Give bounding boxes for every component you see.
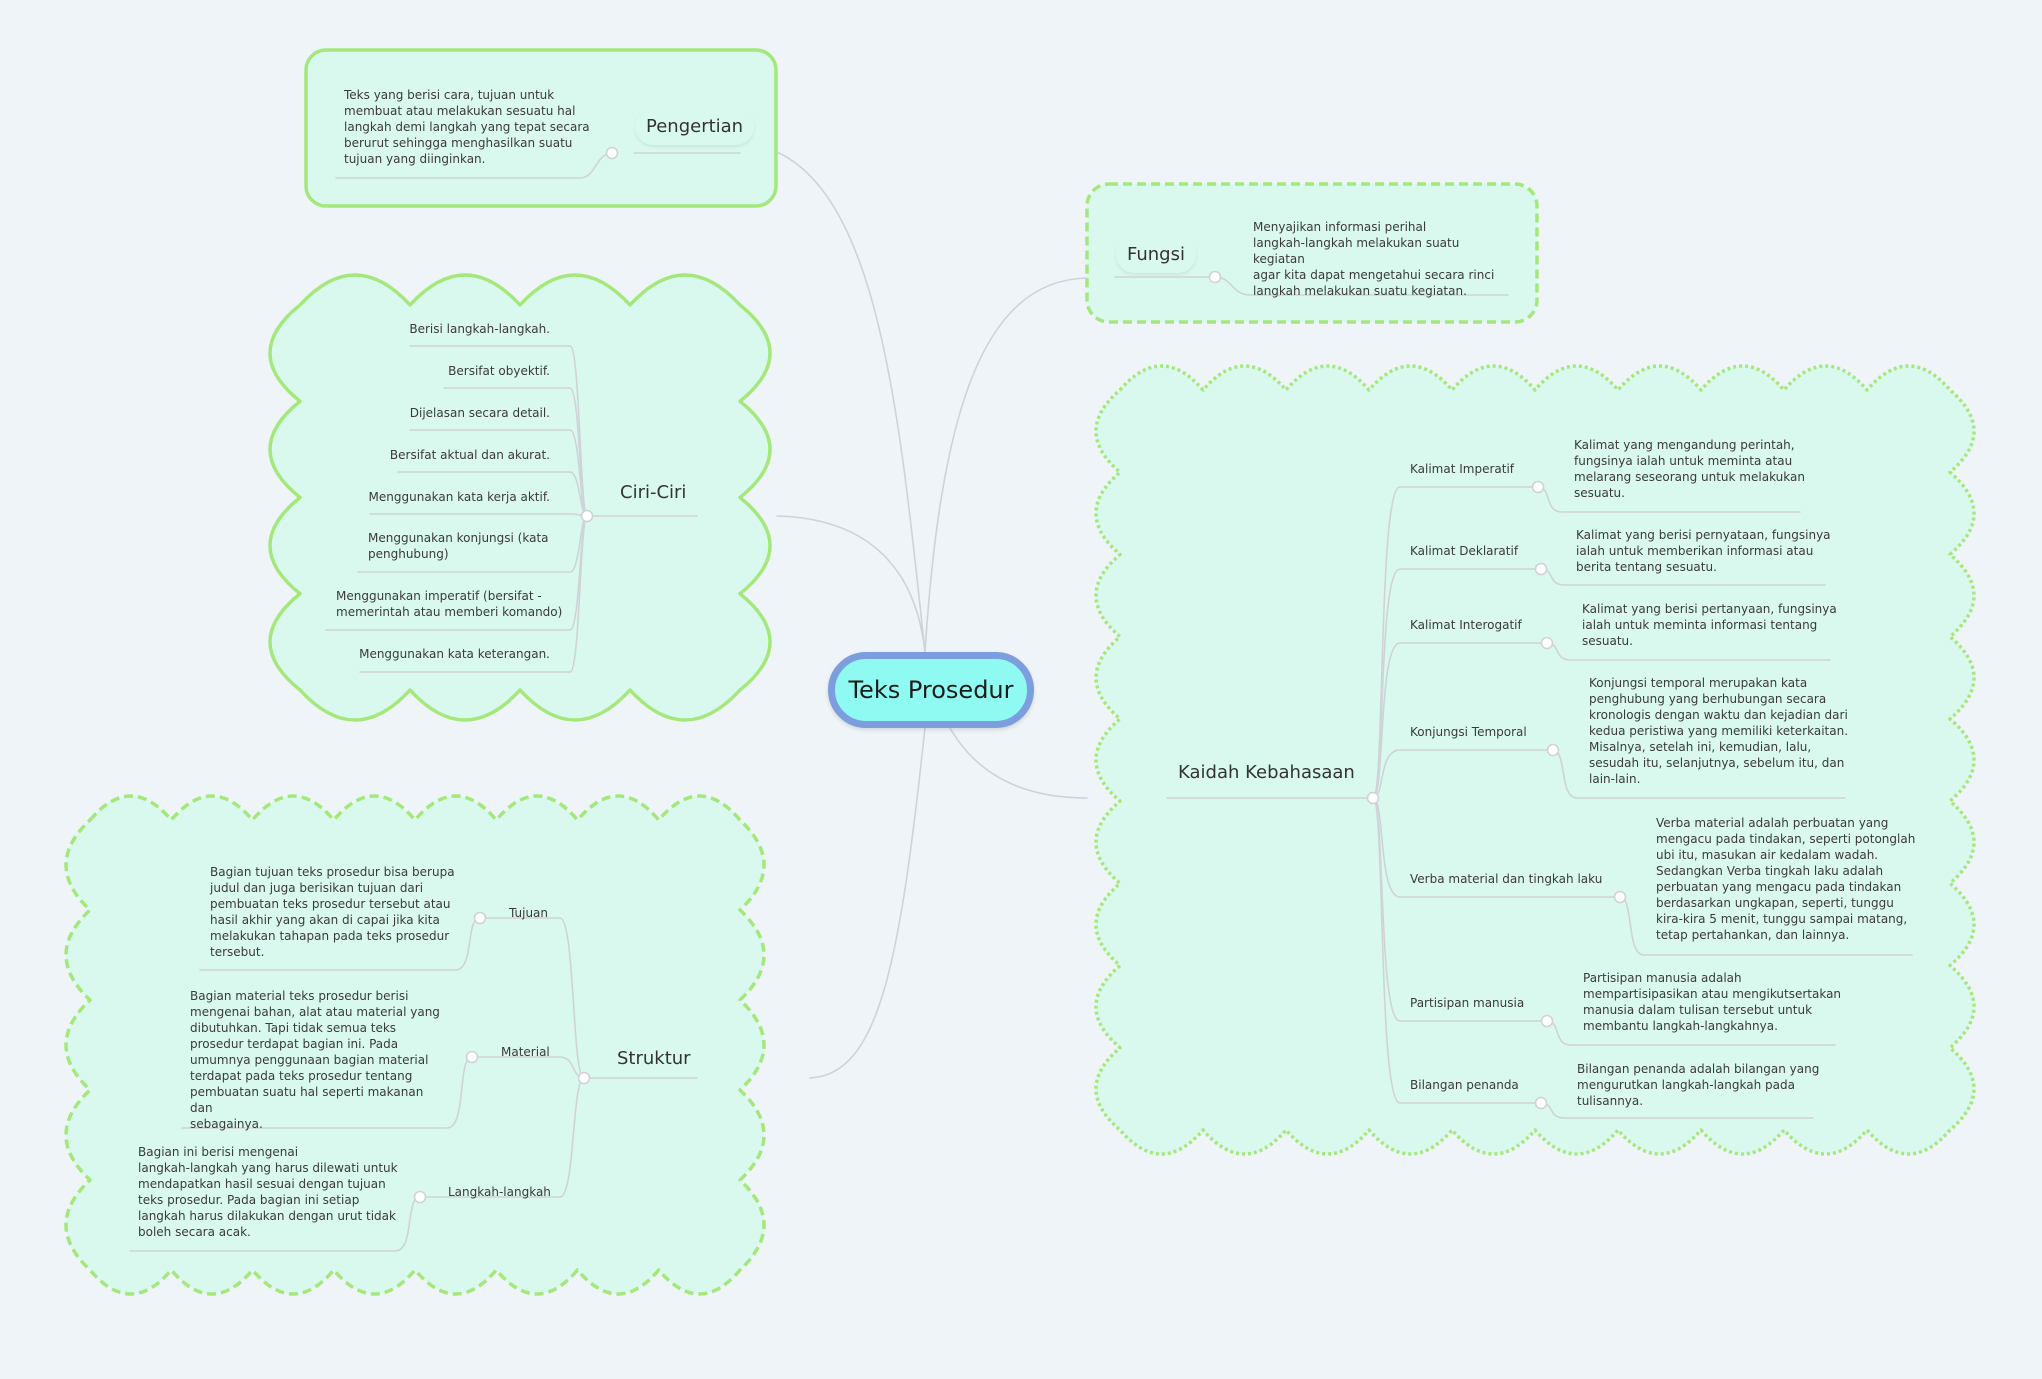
topic-pengertian[interactable]: Pengertian [635, 108, 755, 145]
node-ciri [580, 509, 594, 523]
node-struktur [577, 1071, 591, 1085]
node-kaidah-item [1546, 743, 1560, 757]
kaidah-text: Kalimat yang berisi pertanyaan, fungsiny… [1582, 602, 1837, 648]
connector-ciri-ciri [776, 515, 926, 653]
branch-kaidah-item [1372, 642, 1548, 799]
ciri-item: Bersifat aktual dan akurat. [389, 448, 550, 462]
topic-ciri-ciri[interactable]: Ciri-Ciri [609, 474, 698, 511]
kaidah-text: Kalimat yang mengandung perintah, fungsi… [1574, 438, 1805, 500]
ciri-item: Menggunakan kata keterangan. [359, 647, 550, 661]
struktur-label-langkah[interactable]: Langkah-langkah [448, 1185, 551, 1199]
central-topic[interactable]: Teks Prosedur [828, 652, 1034, 728]
topic-kaidah-kebahasaan[interactable]: Kaidah Kebahasaan [1167, 754, 1366, 791]
branch-ciri-item [359, 515, 588, 673]
boundary-pengertian [304, 48, 778, 208]
node-kaidah [1366, 791, 1380, 805]
node-kaidah-item [1534, 562, 1548, 576]
connector-pengertian [776, 151, 926, 653]
boundary-kaidah-kebahasaan [1094, 364, 1976, 1156]
node-kaidah-item [1613, 890, 1627, 904]
node-kaidah-item [1531, 480, 1545, 494]
kaidah-text: Partisipan manusia adalah mempartisipasi… [1583, 971, 1842, 1033]
ciri-item: Berisi langkah-langkah. [409, 322, 550, 336]
kaidah-label[interactable]: Kalimat Deklaratif [1410, 544, 1519, 558]
pengertian-text: Teks yang berisi cara, tujuan untuk memb… [344, 88, 590, 166]
boundary-struktur [64, 794, 766, 1296]
ciri-item: Bersifat obyektif. [448, 364, 550, 378]
struktur-text-langkah: Bagian ini berisi mengenai langkah-langk… [138, 1145, 398, 1239]
branch-struktur-item [479, 917, 585, 1079]
boundary-fungsi [1085, 182, 1539, 324]
kaidah-text: Kalimat yang berisi pernyataan, fungsiny… [1576, 528, 1831, 574]
connector-fungsi [924, 277, 1088, 653]
boundary-ciri-ciri [268, 273, 772, 722]
connector-kaidah [949, 727, 1088, 799]
kaidah-label[interactable]: Bilangan penanda [1410, 1078, 1519, 1092]
kaidah-label[interactable]: Verba material dan tingkah laku [1410, 872, 1603, 886]
ciri-item: Menggunakan imperatif (bersifat - memeri… [336, 589, 563, 619]
ciri-item: Dijelasan secara detail. [409, 406, 550, 420]
fungsi-text: Menyajikan informasi perihal langkah-lan… [1253, 220, 1495, 298]
connector-struktur [809, 727, 926, 1079]
node-kaidah-item [1540, 1014, 1554, 1028]
struktur-text-tujuan: Bagian tujuan teks prosedur bisa berupa … [210, 865, 455, 959]
node-fungsi [1208, 270, 1222, 284]
kaidah-text: Bilangan penanda adalah bilangan yang me… [1577, 1062, 1820, 1108]
node-kaidah-item [1534, 1096, 1548, 1110]
kaidah-text: Verba material adalah perbuatan yang men… [1656, 816, 1916, 942]
node-kaidah-item [1540, 636, 1554, 650]
kaidah-label[interactable]: Kalimat Interogatif [1410, 618, 1522, 632]
kaidah-label[interactable]: Partisipan manusia [1410, 996, 1525, 1010]
struktur-label-tujuan[interactable]: Tujuan [509, 906, 549, 920]
kaidah-label[interactable]: Kalimat Imperatif [1410, 462, 1515, 476]
ciri-item: Menggunakan kata kerja aktif. [368, 490, 550, 504]
struktur-text-material: Bagian material teks prosedur berisi men… [190, 989, 440, 1131]
node-struktur-item [473, 911, 487, 925]
topic-fungsi[interactable]: Fungsi [1116, 236, 1196, 273]
branch-kaidah-item [1372, 797, 1542, 1104]
node-struktur-item [413, 1190, 427, 1204]
node-struktur-item [465, 1050, 479, 1064]
ciri-item: Menggunakan konjungsi (kata penghubung) [368, 531, 549, 561]
node-pengertian [605, 146, 619, 160]
branch-struktur-item [419, 1077, 585, 1198]
topic-struktur[interactable]: Struktur [606, 1040, 702, 1077]
kaidah-text: Konjungsi temporal merupakan kata penghu… [1589, 676, 1849, 786]
struktur-label-material[interactable]: Material [501, 1045, 550, 1059]
kaidah-label[interactable]: Konjungsi Temporal [1410, 725, 1527, 739]
